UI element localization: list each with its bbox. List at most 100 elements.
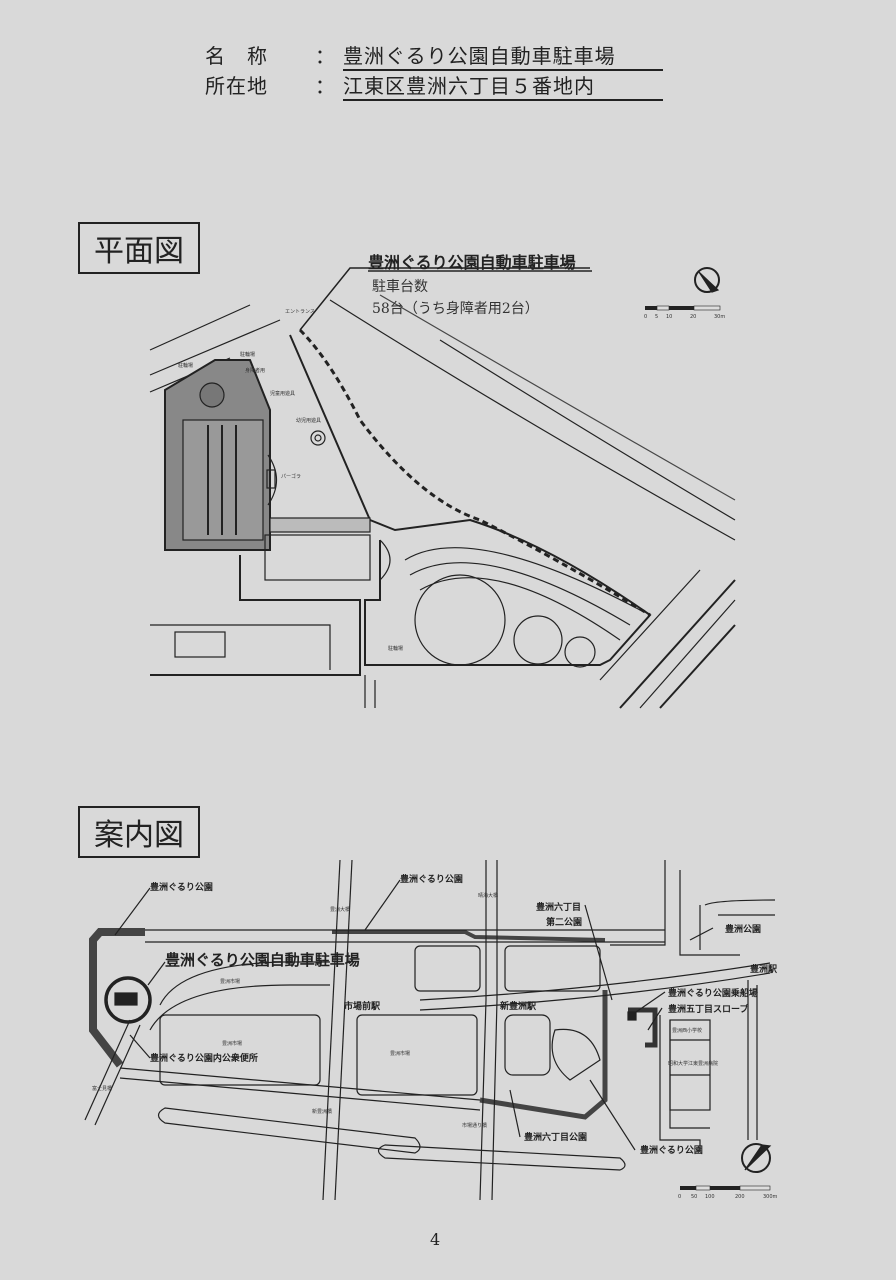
road-vert-3: [479, 860, 487, 1201]
park-boundary-bottom: [479, 990, 608, 1120]
page-number: 4: [430, 1230, 441, 1249]
hospital-block: [669, 1019, 711, 1111]
guide-scale-tick: 100: [705, 1194, 715, 1200]
plan-scale-tick: 10: [666, 314, 672, 320]
label-infant-play: 幼児用遊具: [296, 417, 321, 424]
lower-line: [150, 624, 331, 670]
road-curve-east-1: [419, 962, 771, 1001]
east-road: [610, 860, 666, 946]
road-tl-1: [149, 304, 251, 351]
pond-curve: [379, 539, 391, 581]
label-toyosu-station: 豊洲駅: [750, 963, 778, 975]
name-label: 名 称: [205, 44, 268, 68]
pond-area: [264, 534, 371, 581]
label-bicycle-2: 駐輪場: [178, 362, 193, 369]
label-rokuchome-2nd: 豊洲六丁目: [536, 901, 581, 913]
leader: [114, 887, 151, 936]
building: [174, 631, 226, 658]
curve-1: [404, 547, 641, 611]
plan-small-labels: エントランス 駐輪場 駐輪場 身障者用 児童用遊具 幼児用遊具 パーゴラ 駐輪場: [178, 309, 403, 652]
walkway: [269, 517, 371, 533]
circle-large: [414, 574, 506, 666]
tree-belt: [298, 328, 651, 617]
address-row: 所在地 ： 江東区豊洲六丁目５番地内: [205, 70, 663, 101]
plan-drawing: [149, 267, 736, 709]
label-shintoyosu: 新豊洲駅: [500, 1000, 537, 1012]
road-arc-2: [379, 294, 736, 501]
road-arc-1: [329, 299, 736, 541]
pergola-bench: [266, 469, 276, 489]
guide-section-title: 案内図: [78, 806, 200, 858]
circle-mid: [513, 615, 563, 665]
label-rokuchome-park: 豊洲六丁目公園: [524, 1131, 587, 1143]
plan-scale-bar: [645, 305, 721, 311]
plan-leader-line: [299, 267, 590, 331]
label-market-1: 豊洲市場: [220, 978, 240, 985]
road-tl-2: [149, 319, 281, 376]
guide-scale-tick: 300m: [763, 1194, 778, 1200]
block: [414, 945, 481, 992]
name-colon: ：: [315, 44, 336, 68]
road-curve: [159, 961, 330, 1006]
label-bridge-2: 晴海大橋: [478, 892, 498, 899]
plan-parking-title: 豊洲ぐるり公園自動車駐車場: [368, 253, 576, 272]
label-market-3: 豊洲市場: [390, 1050, 410, 1057]
parking-marker-circle: [104, 976, 152, 1024]
parking-marker: [114, 992, 138, 1006]
plan-scale-tick: 20: [690, 314, 696, 320]
guide-scale-tick: 50: [691, 1194, 697, 1200]
park-boundary: [289, 334, 652, 666]
label-hospital: 昭和大学江東豊洲病院: [668, 1060, 718, 1067]
address-colon: ：: [315, 74, 336, 98]
plan-scale-tick: 0: [644, 314, 647, 320]
road-long-2: [119, 1077, 481, 1111]
capacity-label: 駐車台数: [372, 278, 428, 295]
label-toyosu-park: 豊洲公園: [725, 923, 761, 935]
label-bridge-3: 富士見橋: [92, 1085, 112, 1092]
plan-scale-tick: 30m: [714, 314, 725, 320]
band-2: [377, 1144, 626, 1171]
park-boundary-top: [332, 930, 606, 942]
road-diag-3: [659, 624, 736, 709]
facility-address: 江東区豊洲六丁目５番地内: [343, 70, 663, 101]
facility-name: 豊洲ぐるり公園自動車駐車場: [343, 40, 663, 71]
label-park-left: 豊洲ぐるり公園: [150, 881, 213, 893]
address-label: 所在地: [205, 74, 268, 98]
road-diag-2: [639, 599, 736, 709]
plan-scale-ticks: 0 5 10 20 30m: [644, 314, 725, 320]
label-bridge-5: 市場通り橋: [462, 1122, 487, 1129]
guide-parking-label: 豊洲ぐるり公園自動車駐車場: [165, 951, 360, 969]
curve-2: [409, 562, 631, 626]
guide-scale-bar: [680, 1185, 771, 1191]
name-row: 名 称 ： 豊洲ぐるり公園自動車駐車場: [205, 40, 663, 71]
circle-small: [564, 636, 596, 668]
label-slope: 豊洲五丁目スロープ: [668, 1003, 749, 1015]
road-diag-4: [599, 569, 701, 681]
label-bicycle-1: 駐輪場: [240, 351, 255, 358]
road-arc-3: [439, 339, 736, 521]
pier-structure: [628, 1007, 658, 1048]
plan-scale-tick: 5: [655, 314, 658, 320]
label-school: 豊洲西小学校: [672, 1027, 702, 1034]
capacity-value: 58台（うち身障者用2台）: [372, 301, 539, 317]
guide-scale-tick: 0: [678, 1194, 681, 1200]
lower-boundary: [150, 555, 361, 676]
pergola: [267, 454, 278, 506]
label-disabled: 身障者用: [245, 367, 265, 374]
label-entrance: エントランス: [285, 309, 315, 315]
north-arrow-guide: [741, 1143, 771, 1173]
road-vert-4: [491, 860, 498, 1201]
guide-scale-tick: 200: [735, 1194, 745, 1200]
play-equipment: [310, 430, 326, 446]
label-park-bottom: 豊洲ぐるり公園: [640, 1144, 703, 1156]
guide-scale-ticks: 0 50 100 200 300m: [678, 1194, 778, 1200]
label-market-2: 豊洲市場: [222, 1040, 242, 1047]
label-pergola: パーゴラ: [281, 473, 301, 480]
road-diag-1: [619, 579, 736, 709]
band-1: [157, 1107, 421, 1154]
park-boundary-left: [89, 928, 145, 1068]
label-bicycle-3: 駐輪場: [388, 645, 403, 652]
curve-3: [419, 577, 621, 641]
guide-small-labels: 豊洲大橋 晴海大橋 豊洲市場 豊洲市場 豊洲市場 富士見橋 新豊洲橋 市場通り橋…: [92, 892, 718, 1129]
